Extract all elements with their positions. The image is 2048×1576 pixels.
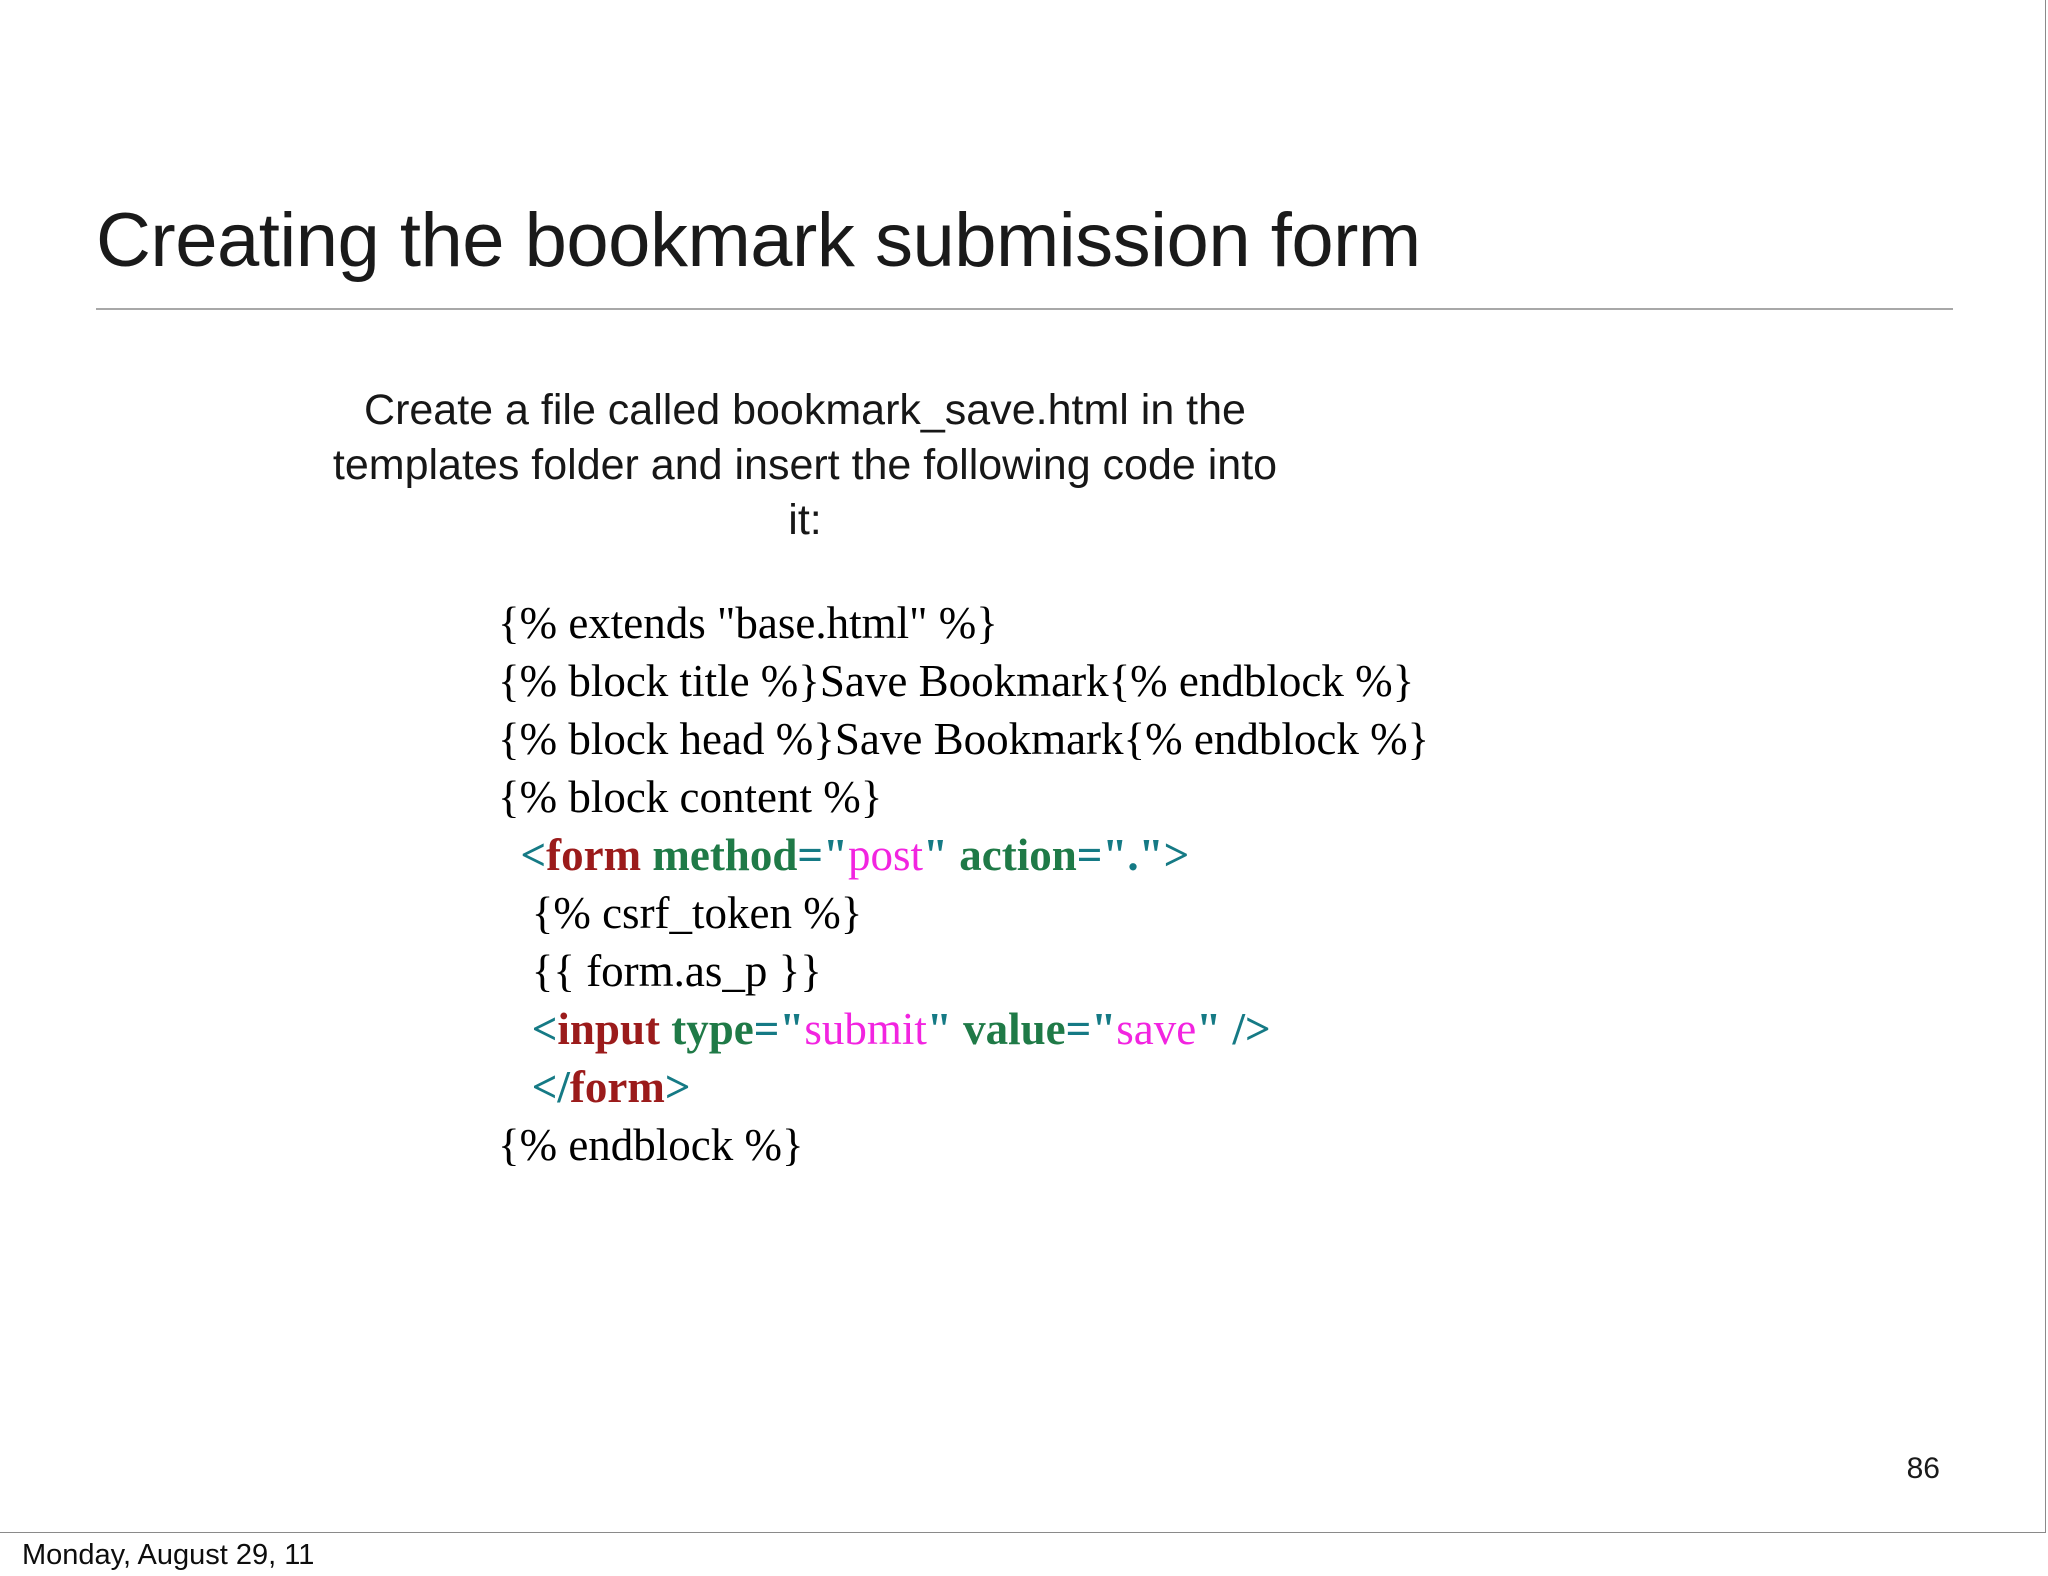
code-token-plain: {{ form.as_p }} [498,946,822,996]
code-line: <form method="post" action="."> [498,826,1429,884]
code-token-punct: =" [797,830,848,880]
code-token-punct: " [926,1004,952,1054]
code-token-plain: {% block title %}Save Bookmark{% endbloc… [498,656,1415,706]
code-token-plain [952,1004,963,1054]
intro-paragraph: Create a file called bookmark_save.html … [332,386,1278,545]
code-token-plain: {% block content %} [498,772,883,822]
page-number: 86 [1906,1452,1940,1485]
code-token-plain [498,830,521,880]
code-line: {% block head %}Save Bookmark{% endblock… [498,710,1429,768]
code-line: {% block title %}Save Bookmark{% endbloc… [498,652,1429,710]
code-token-plain [498,1062,532,1112]
code-token-attr: value [963,1004,1066,1054]
code-token-punct: < [520,830,547,880]
code-listing: {% extends "base.html" %} {% block title … [498,594,1429,1174]
code-token-punct: " [923,830,948,880]
code-token-tag: form [546,830,642,880]
code-token-string: save [1116,1004,1197,1054]
code-line: {{ form.as_p }} [498,942,1429,1000]
page-title: Creating the bookmark submission form [96,197,1421,283]
code-token-punct: </ [531,1062,570,1112]
code-line: </form> [498,1058,1429,1116]
code-token-plain: {% extends "base.html" %} [498,598,998,648]
code-token-plain [948,830,959,880]
code-token-tag: form [569,1062,665,1112]
code-line: {% block content %} [498,768,1429,826]
code-token-plain [498,1004,532,1054]
code-token-punct: =" [753,1004,805,1054]
code-token-tag: input [557,1004,660,1054]
code-token-punct: > [664,1062,691,1112]
title-divider [96,308,1953,310]
code-token-string: submit [804,1004,927,1054]
code-token-punct: " /> [1196,1004,1271,1054]
code-token-plain: {% csrf_token %} [498,888,863,938]
footer-date: Monday, August 29, 11 [22,1539,315,1571]
code-token-plain [641,830,652,880]
code-line: {% extends "base.html" %} [498,594,1429,652]
code-token-attr: method [652,830,798,880]
code-token-plain [660,1004,671,1054]
code-line: {% endblock %} [498,1116,1429,1174]
code-token-plain: {% endblock %} [498,1120,804,1170]
slide-canvas: Creating the bookmark submission form Cr… [0,0,2046,1533]
code-token-punct: =" [1065,1004,1117,1054]
code-token-attr: action [959,830,1077,880]
code-token-plain: {% block head %}Save Bookmark{% endblock… [498,714,1430,764]
code-line: {% csrf_token %} [498,884,1429,942]
code-token-punct: < [531,1004,558,1054]
code-line: <input type="submit" value="save" /> [498,1000,1429,1058]
code-token-punct: ="."> [1076,830,1190,880]
code-token-attr: type [671,1004,754,1054]
code-token-string: post [847,830,923,880]
